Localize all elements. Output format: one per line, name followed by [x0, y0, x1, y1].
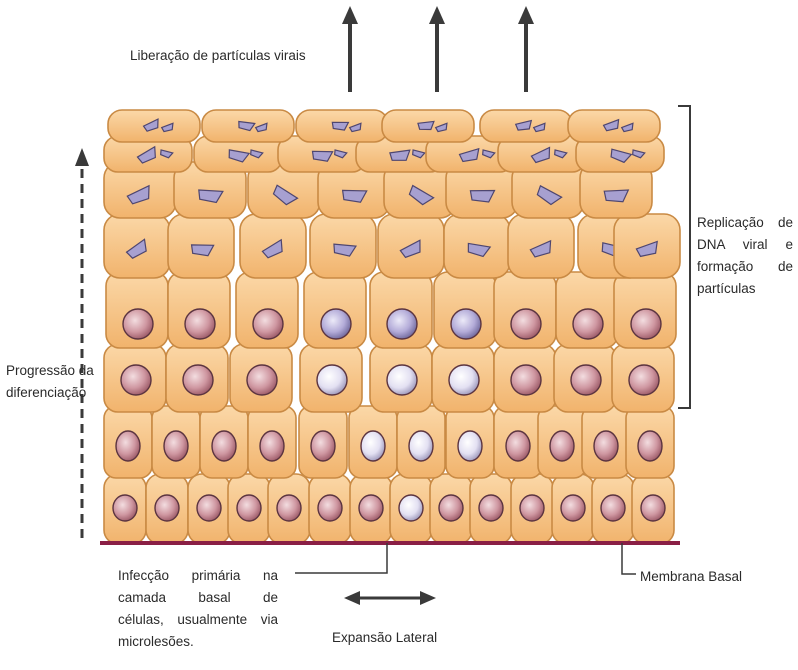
nucleus [277, 495, 301, 521]
nucleus [594, 431, 618, 461]
nucleus [359, 495, 383, 521]
nucleus [641, 495, 665, 521]
nucleus [479, 495, 503, 521]
progression-label: Progressão da diferenciação [6, 360, 98, 404]
nucleus [458, 431, 482, 461]
replication-label-line: formação de [697, 256, 793, 278]
release-label: Liberação de partículas virais [130, 46, 306, 66]
lateral-label: Expansão Lateral [332, 628, 437, 648]
replication-label-line: partículas [697, 278, 793, 300]
nucleus [439, 495, 463, 521]
nucleus [155, 495, 179, 521]
nucleus [237, 495, 261, 521]
nucleus [317, 365, 347, 395]
nucleus [212, 431, 236, 461]
infection-label-line: camada basal de [118, 587, 278, 609]
replication-label: Replicação de DNA viral e formação de pa… [697, 212, 793, 300]
nucleus [638, 431, 662, 461]
nucleus [197, 495, 221, 521]
nucleus [311, 431, 335, 461]
nucleus [449, 365, 479, 395]
infection-label-line: microlesões. [118, 631, 278, 653]
nucleus [506, 431, 530, 461]
infection-label: Infecção primária na camada basal de cél… [118, 565, 278, 653]
release-arrow-head [342, 6, 358, 24]
nucleus [387, 309, 417, 339]
replication-label-line: DNA viral e [697, 234, 793, 256]
nucleus [321, 309, 351, 339]
membrane-label: Membrana Basal [640, 567, 742, 587]
progression-label-line: diferenciação [6, 382, 98, 404]
cell-layers [104, 110, 680, 544]
nucleus [116, 431, 140, 461]
nucleus [399, 495, 423, 521]
nucleus [511, 365, 541, 395]
nucleus [164, 431, 188, 461]
infection-label-line: células, usualmente via [118, 609, 278, 631]
nucleus [571, 365, 601, 395]
nucleus [550, 431, 574, 461]
differentiation-arrow [75, 148, 89, 538]
release-arrow-head [429, 6, 445, 24]
nucleus [253, 309, 283, 339]
nucleus [387, 365, 417, 395]
nucleus [601, 495, 625, 521]
nucleus [183, 365, 213, 395]
membrane-leader [622, 543, 636, 574]
nucleus [520, 495, 544, 521]
viral-inclusion [418, 121, 434, 129]
nucleus [573, 309, 603, 339]
nucleus [121, 365, 151, 395]
nucleus [247, 365, 277, 395]
nucleus [451, 309, 481, 339]
nucleus [409, 431, 433, 461]
nucleus [260, 431, 284, 461]
release-arrows [342, 6, 534, 92]
nucleus [123, 309, 153, 339]
nucleus [629, 365, 659, 395]
nucleus [185, 309, 215, 339]
nucleus [361, 431, 385, 461]
nucleus [511, 309, 541, 339]
infection-label-line: Infecção primária na [118, 565, 278, 587]
release-arrow-head [518, 6, 534, 24]
nucleus [318, 495, 342, 521]
nucleus [113, 495, 137, 521]
nucleus [561, 495, 585, 521]
replication-label-line: Replicação de [697, 212, 793, 234]
lateral-arrow [344, 591, 436, 605]
progression-label-line: Progressão da [6, 360, 98, 382]
nucleus [631, 309, 661, 339]
infection-leader [295, 543, 387, 573]
